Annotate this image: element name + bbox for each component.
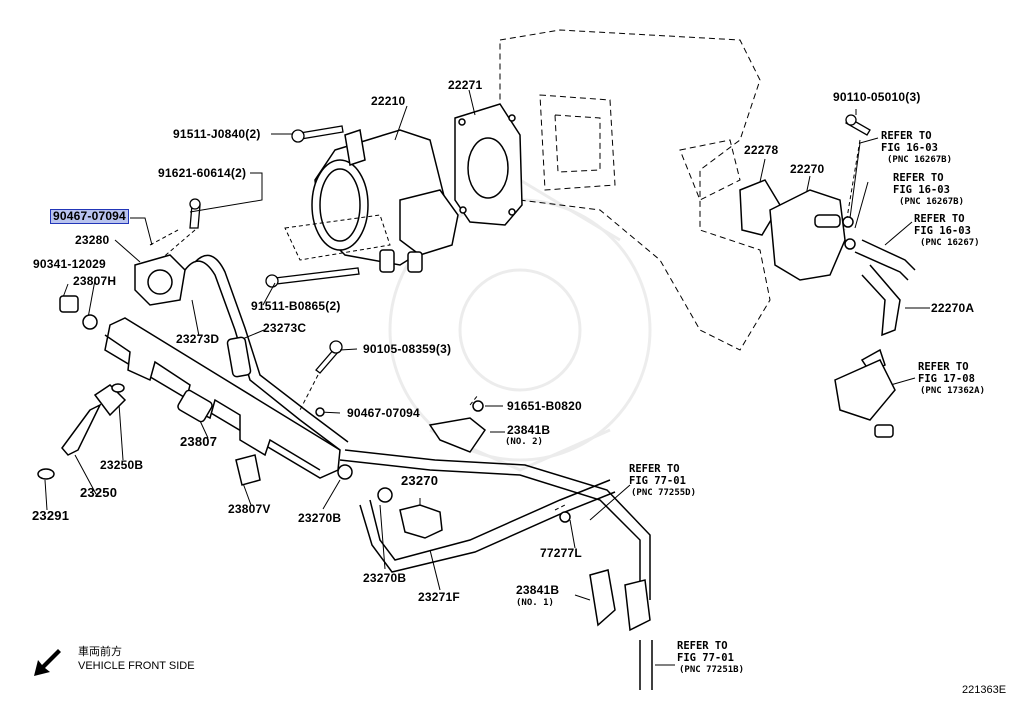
- fuel-delivery-pipe-23807: [104, 317, 341, 479]
- refer-line: REFER TO: [629, 463, 680, 475]
- dashed-leaders: [149, 139, 861, 511]
- intake-manifold: [499, 29, 771, 351]
- part-label-90467-07094[interactable]: 90467-07094: [347, 406, 420, 420]
- refer-line: FIG 17-08: [918, 373, 975, 385]
- part-label-91651-b0820[interactable]: 91651-B0820: [507, 399, 582, 413]
- part-label-90341-12029[interactable]: 90341-12029: [33, 257, 106, 271]
- refer-line: REFER TO: [893, 172, 944, 184]
- part-sublabel-23841b-no2: (NO. 2): [505, 437, 543, 447]
- refer-pnc: (PNC 16267B): [899, 197, 965, 207]
- part-label-23270[interactable]: 23270: [401, 473, 439, 488]
- part-label-22270[interactable]: 22270: [790, 162, 825, 176]
- part-label-23250b[interactable]: 23250B: [100, 458, 144, 472]
- refer-block-fig16-03-a[interactable]: REFER TO FIG 16-03 (PNC 16267B): [881, 130, 952, 166]
- front-direction-arrow: [34, 649, 61, 676]
- direction-caption-en: VEHICLE FRONT SIDE: [78, 660, 195, 672]
- refer-line: REFER TO: [677, 640, 728, 652]
- direction-caption: 車両前方 VEHICLE FRONT SIDE: [78, 645, 195, 673]
- part-label-22278[interactable]: 22278: [744, 143, 779, 157]
- refer-pnc: (PNC 16267): [920, 238, 980, 248]
- part-label-22270a[interactable]: 22270A: [931, 301, 975, 315]
- refer-block-fig77-01-b[interactable]: REFER TO FIG 77-01 (PNC 77251B): [677, 640, 744, 676]
- refer-line: REFER TO: [881, 130, 932, 142]
- fuel-injector-23250: [37, 383, 127, 480]
- part-label-90110-05010[interactable]: 90110-05010(3): [833, 90, 921, 104]
- refer-pnc: (PNC 16267B): [887, 155, 953, 165]
- part-label-91511-b0865[interactable]: 91511-B0865(2): [251, 299, 341, 313]
- refer-pnc: (PNC 77251B): [679, 665, 745, 675]
- part-label-22210[interactable]: 22210: [371, 94, 406, 108]
- refer-line: REFER TO: [914, 213, 965, 225]
- refer-pnc: (PNC 77255D): [631, 488, 697, 498]
- part-label-23273c[interactable]: 23273C: [263, 321, 307, 335]
- part-label-91511-j0840[interactable]: 91511-J0840(2): [173, 127, 261, 141]
- part-sublabel-23841b-no1: (NO. 1): [516, 598, 554, 608]
- refer-line: FIG 16-03: [893, 184, 950, 196]
- refer-line: FIG 16-03: [881, 142, 938, 154]
- refer-pnc: (PNC 17362A): [920, 386, 986, 396]
- refer-block-fig77-01-a[interactable]: REFER TO FIG 77-01 (PNC 77255D): [629, 463, 696, 499]
- bracket-17362a: [834, 359, 896, 438]
- part-label-22271[interactable]: 22271: [448, 78, 483, 92]
- refer-block-fig16-03-c[interactable]: REFER TO FIG 16-03 (PNC 16267): [914, 213, 980, 249]
- figure-number: 221363E: [962, 684, 1007, 696]
- direction-caption-jp: 車両前方: [78, 646, 122, 658]
- fuel-hoses: [184, 239, 916, 690]
- gasket-22271: [454, 103, 523, 226]
- refer-line: FIG 77-01: [629, 475, 686, 487]
- throttle-body-22210: [311, 129, 459, 273]
- part-label-90467-07094-highlighted[interactable]: 90467-07094: [50, 209, 129, 224]
- part-label-23280[interactable]: 23280: [75, 233, 110, 247]
- part-label-23841b-no2[interactable]: 23841B: [507, 423, 551, 437]
- small-parts: [235, 400, 651, 632]
- refer-block-fig17-08[interactable]: REFER TO FIG 17-08 (PNC 17362A): [918, 361, 985, 397]
- part-label-23250[interactable]: 23250: [80, 485, 118, 500]
- idle-air-valve-22270: [739, 179, 856, 281]
- part-label-23841b-no1[interactable]: 23841B: [516, 583, 560, 597]
- part-label-90105-08359[interactable]: 90105-08359(3): [363, 342, 452, 356]
- pressure-regulator-23280: [59, 254, 186, 330]
- hose-protector-23273c: [226, 336, 252, 378]
- part-label-77277l[interactable]: 77277L: [540, 546, 582, 560]
- part-label-23273d[interactable]: 23273D: [176, 332, 220, 346]
- refer-block-fig16-03-b[interactable]: REFER TO FIG 16-03 (PNC 16267B): [893, 172, 964, 208]
- refer-line: REFER TO: [918, 361, 969, 373]
- part-label-23807v[interactable]: 23807V: [228, 502, 271, 516]
- part-label-23291[interactable]: 23291: [32, 508, 70, 523]
- refer-line: FIG 77-01: [677, 652, 734, 664]
- part-label-23270b-lower[interactable]: 23270B: [363, 571, 407, 585]
- part-label-23807[interactable]: 23807: [180, 434, 218, 449]
- part-label-23271f[interactable]: 23271F: [418, 590, 460, 604]
- part-label-23270b-upper[interactable]: 23270B: [298, 511, 342, 525]
- refer-line: FIG 16-03: [914, 225, 971, 237]
- part-label-91621-60614[interactable]: 91621-60614(2): [158, 166, 247, 180]
- part-label-23807h[interactable]: 23807H: [73, 274, 117, 288]
